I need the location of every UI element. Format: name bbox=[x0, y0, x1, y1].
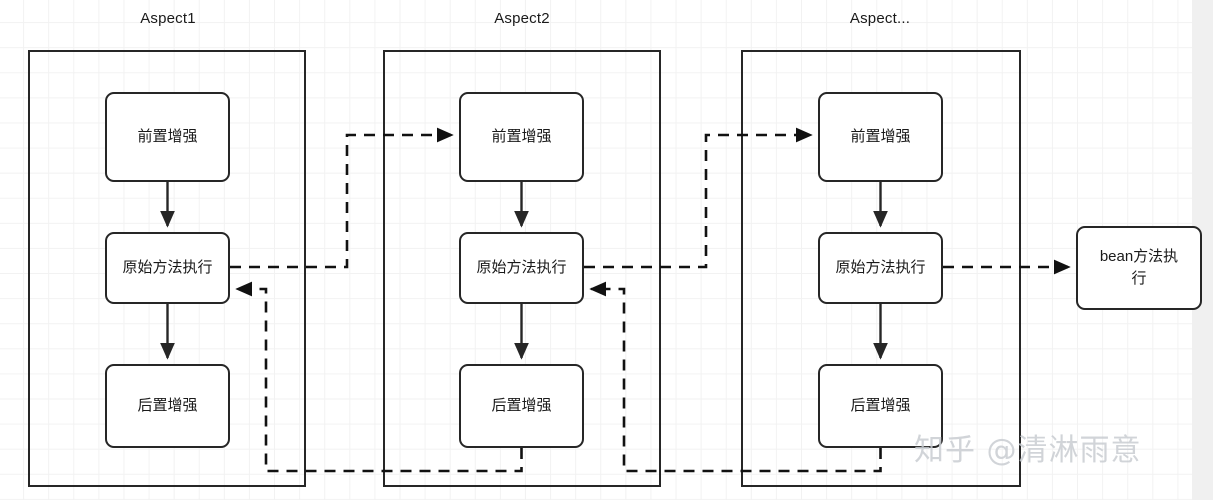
node-a2-after[interactable]: 后置增强 bbox=[459, 364, 584, 448]
aspect-title-2: Aspect2 bbox=[494, 10, 550, 27]
node-a2-proceed[interactable]: 原始方法执行 bbox=[459, 232, 584, 304]
node-a3-proceed[interactable]: 原始方法执行 bbox=[818, 232, 943, 304]
aspect-title-1: Aspect1 bbox=[140, 10, 196, 27]
aspect-title-3: Aspect... bbox=[849, 10, 911, 27]
watermark: 知乎 @清淋雨意 bbox=[914, 433, 1142, 468]
bean-label-line1: bean方法执 bbox=[1099, 248, 1179, 266]
node-a1-proceed[interactable]: 原始方法执行 bbox=[105, 232, 230, 304]
right-gutter bbox=[1192, 0, 1213, 500]
bean-label-line2: 行 bbox=[1131, 270, 1147, 287]
node-a3-before[interactable]: 前置增强 bbox=[818, 92, 943, 182]
aspect-container-3 bbox=[741, 50, 1021, 487]
node-a1-after[interactable]: 后置增强 bbox=[105, 364, 230, 448]
aspect-container-1 bbox=[28, 50, 306, 487]
node-bean-method[interactable]: bean方法执 行 bbox=[1076, 226, 1202, 310]
aspect-container-2 bbox=[383, 50, 661, 487]
node-a2-before[interactable]: 前置增强 bbox=[459, 92, 584, 182]
node-a1-before[interactable]: 前置增强 bbox=[105, 92, 230, 182]
